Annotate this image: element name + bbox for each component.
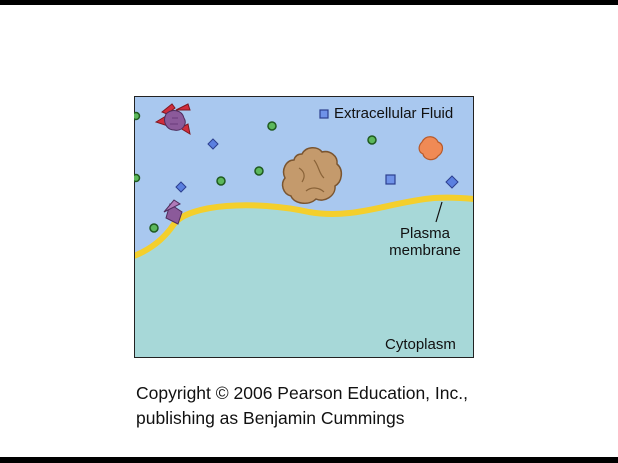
small-molecule — [216, 176, 226, 186]
blue-squares — [319, 109, 396, 185]
blue-diamond — [175, 181, 187, 193]
small-molecule — [367, 135, 377, 145]
top-border — [0, 0, 618, 5]
plasma-membrane — [134, 194, 474, 259]
purple-protein — [163, 199, 183, 225]
bottom-border — [0, 457, 618, 463]
small-molecule — [254, 166, 264, 176]
cytoplasm-label: Cytoplasm — [385, 336, 456, 353]
cell-membrane-diagram — [134, 96, 474, 358]
blue-diamond — [207, 138, 219, 150]
small-molecules — [134, 111, 377, 233]
small-molecule — [149, 223, 159, 233]
copyright-line-2: publishing as Benjamin Cummings — [136, 408, 405, 428]
extracellular-fluid-label: Extracellular Fluid — [334, 105, 454, 122]
small-molecule — [267, 121, 277, 131]
blue-diamonds — [175, 138, 459, 193]
diagram-frame — [134, 96, 474, 358]
large-molecule — [281, 147, 343, 204]
blue-square — [385, 174, 396, 185]
orange-protein — [418, 136, 444, 161]
plasma-membrane-label: Plasma membrane — [389, 225, 461, 259]
small-molecule — [134, 173, 141, 183]
small-molecule — [134, 111, 141, 121]
copyright-notice: Copyright © 2006 Pearson Education, Inc.… — [136, 381, 468, 431]
cytoplasm-region — [134, 197, 474, 358]
blue-diamond — [445, 175, 459, 189]
copyright-line-1: Copyright © 2006 Pearson Education, Inc.… — [136, 383, 468, 403]
red-purple-protein — [154, 103, 191, 136]
membrane-pointer — [435, 201, 443, 223]
blue-square — [319, 109, 329, 119]
